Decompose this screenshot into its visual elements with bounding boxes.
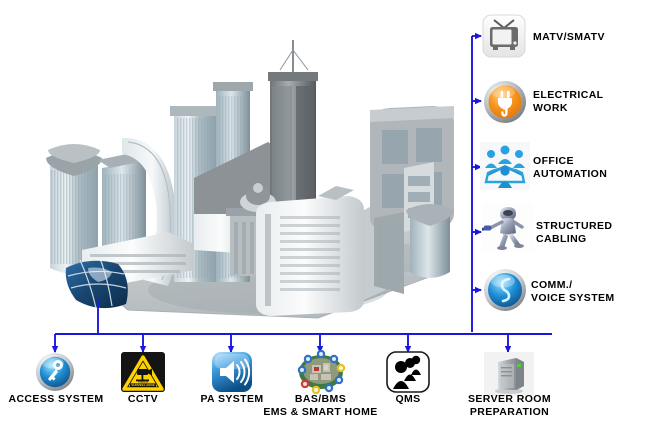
structured-cabling-label: STRUCTURED CABLING: [536, 220, 613, 245]
access-system-label: ACCESS SYSTEM: [8, 393, 104, 405]
cctv-item[interactable]: VIDEO SURVEILLANCE: [121, 352, 165, 392]
cctv-badge-line2: SURVEILLANCE: [131, 383, 154, 387]
electrical-work-item[interactable]: [483, 80, 527, 124]
solar-panel-array: [65, 257, 128, 309]
video-surveillance-icon: VIDEO SURVEILLANCE: [121, 352, 165, 392]
key-icon: [36, 353, 74, 391]
office-people-icon: [480, 142, 530, 190]
city-skyline-illustration: [18, 18, 458, 328]
network-cluster-icon: [297, 349, 346, 395]
comm-voice-label: COMM./ VOICE SYSTEM: [531, 279, 615, 304]
loudspeaker-icon: [212, 352, 252, 392]
office-automation-label: OFFICE AUTOMATION: [533, 155, 608, 180]
pa-system-item[interactable]: [210, 352, 254, 392]
access-system-item[interactable]: [33, 352, 77, 392]
cctv-badge-line1: VIDEO: [138, 380, 149, 384]
office-automation-item[interactable]: [480, 142, 530, 190]
electrical-work-label: ELECTRICAL WORK: [533, 89, 604, 114]
server-room-label: SERVER ROOM PREPARATION: [468, 393, 551, 418]
comm-voice-item[interactable]: [483, 268, 527, 312]
bas-bms-item[interactable]: [296, 349, 346, 395]
matv-smatv-label: MATV/SMATV: [533, 31, 605, 43]
queue-people-icon: [386, 351, 430, 393]
bas-bms-label: BAS/BMS EMS & SMART HOME: [263, 393, 378, 418]
electrical-plug-icon: [484, 81, 526, 123]
matv-smatv-item[interactable]: [482, 14, 526, 58]
pa-system-label: PA SYSTEM: [200, 393, 264, 405]
structured-cabling-item[interactable]: [478, 203, 534, 251]
telephone-icon: [484, 269, 526, 311]
cabling-robot-icon: [478, 203, 534, 251]
cctv-label: CCTV: [127, 393, 159, 405]
qms-item[interactable]: [386, 351, 430, 393]
server-room-item[interactable]: [484, 352, 534, 396]
qms-label: QMS: [395, 393, 421, 405]
television-icon: [482, 14, 526, 58]
server-tower-icon: [484, 352, 534, 396]
